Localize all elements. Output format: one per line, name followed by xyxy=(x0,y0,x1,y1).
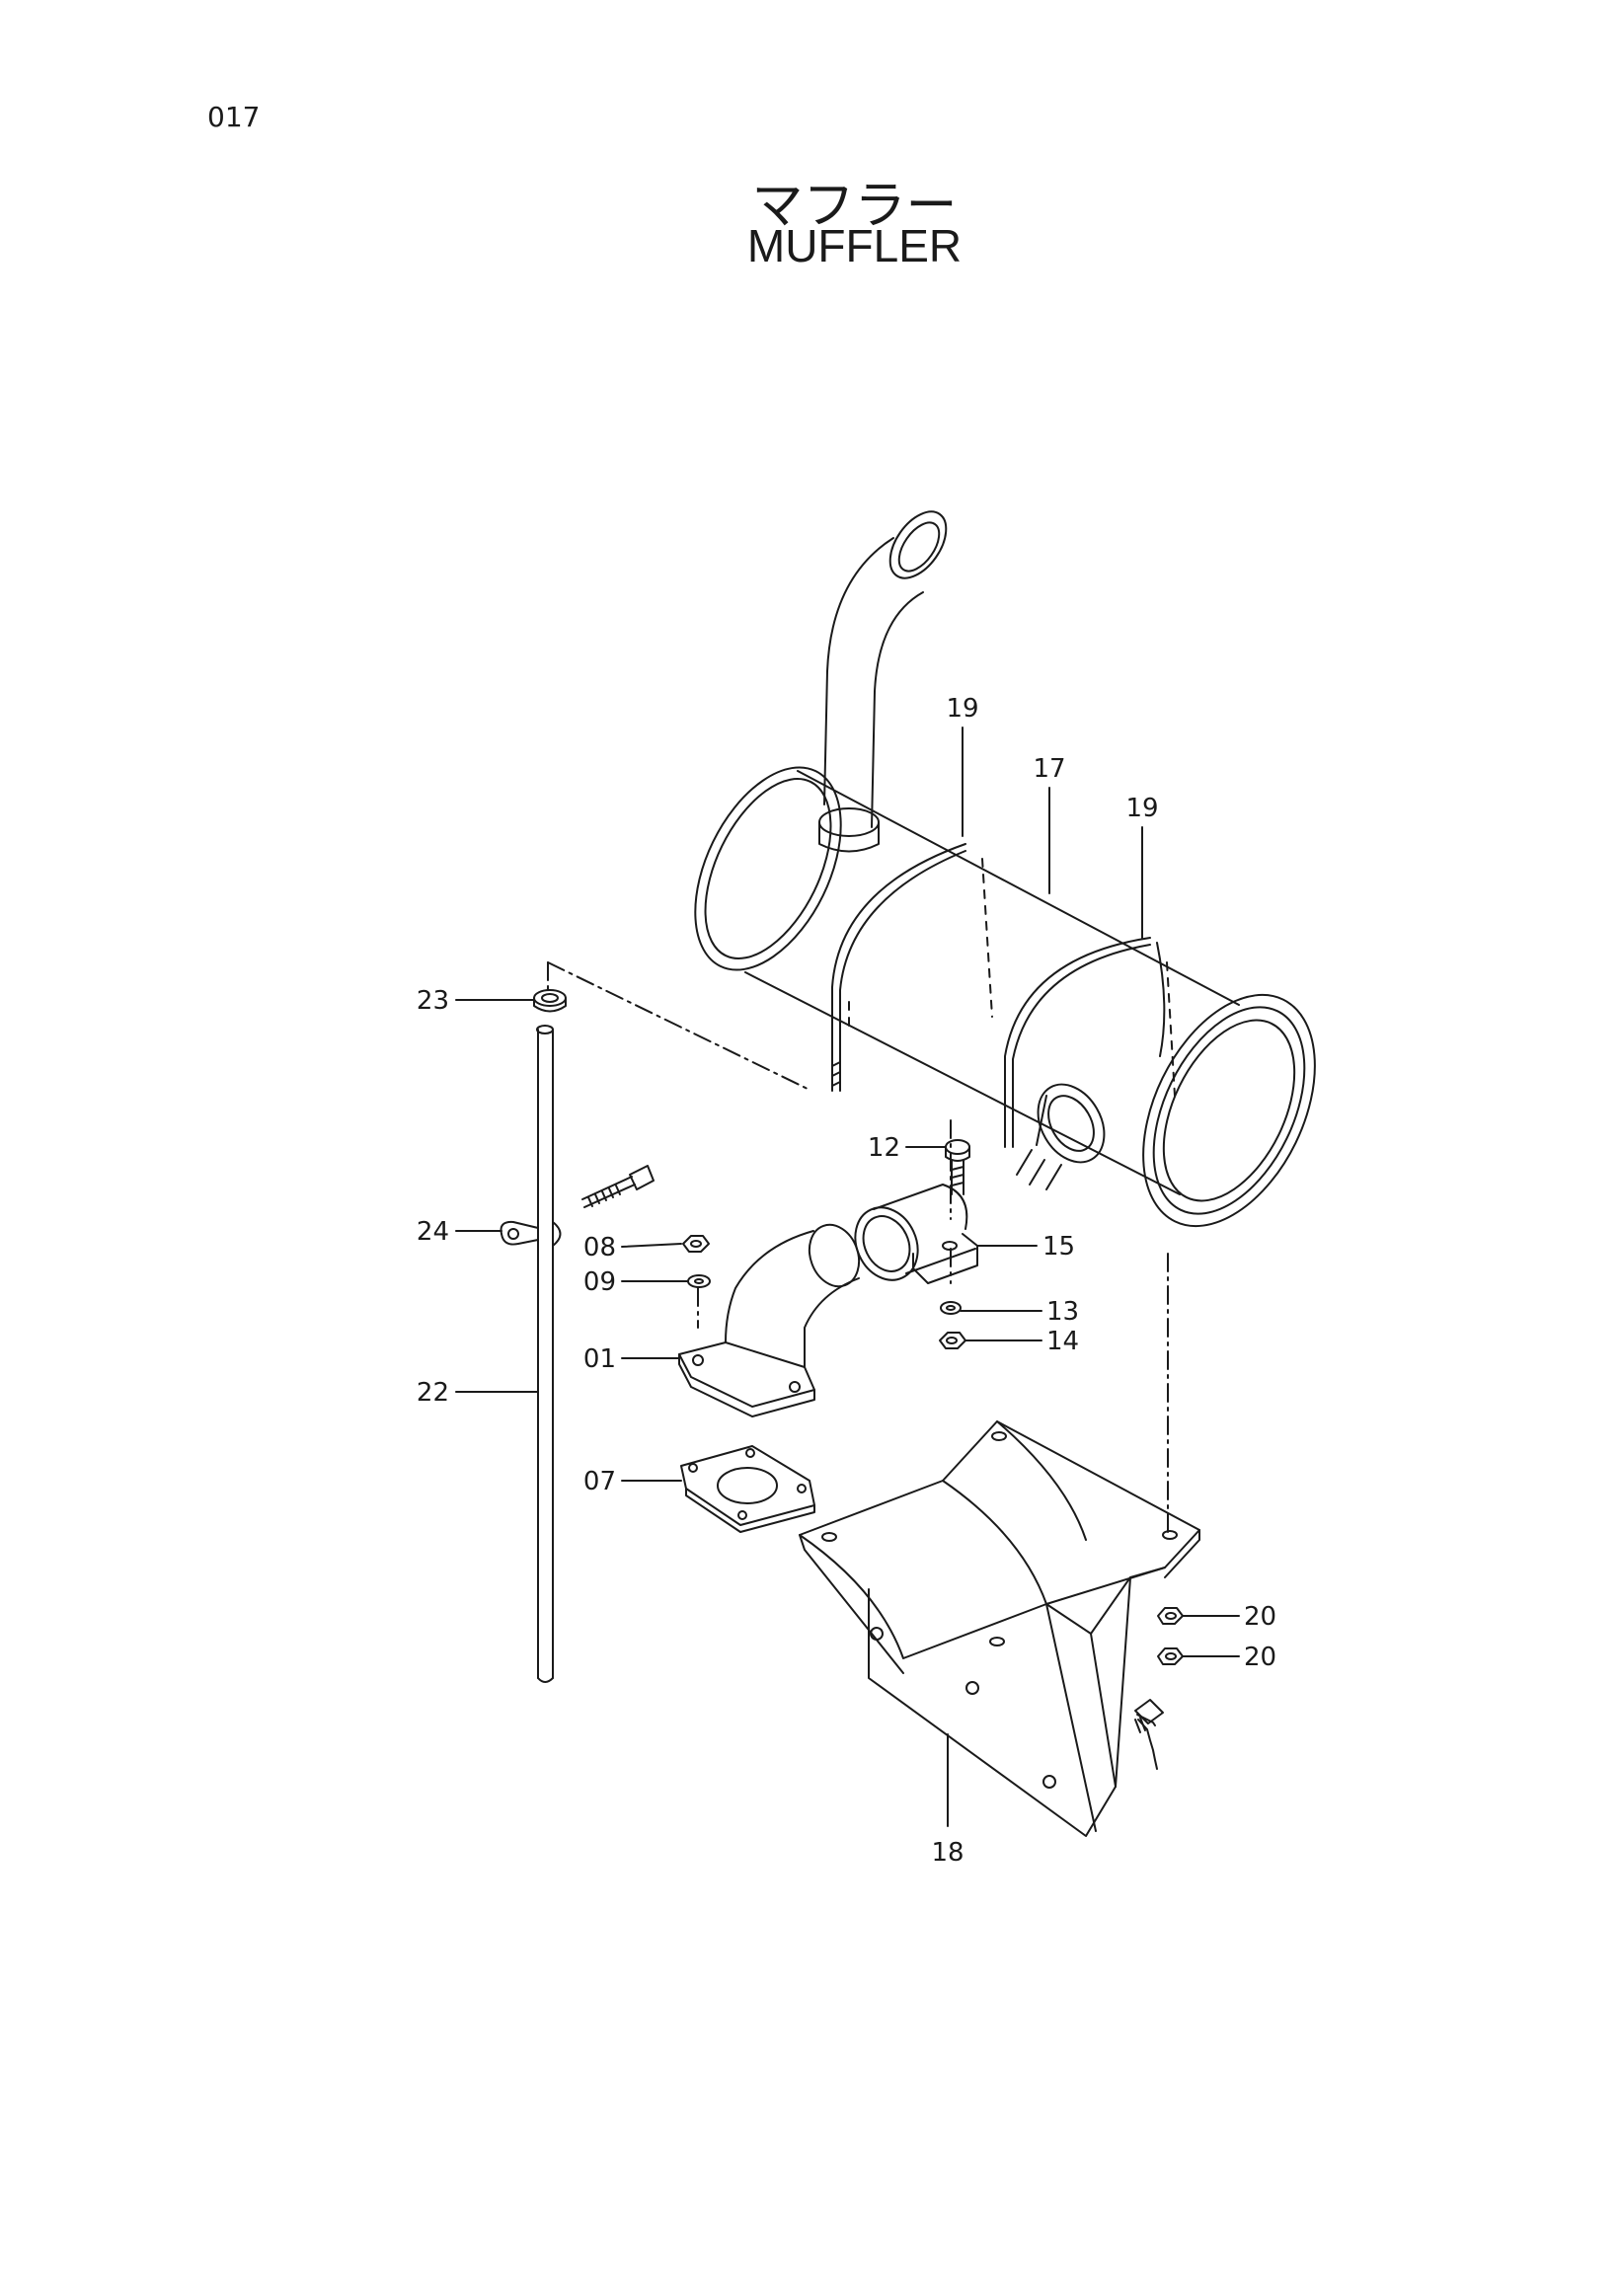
hardware-20 xyxy=(1134,1607,1184,1770)
tail-pipe xyxy=(818,510,948,853)
callout-label-15: 15 xyxy=(1042,1232,1075,1262)
bracket xyxy=(799,1420,1200,1837)
hardware-08-09 xyxy=(682,1235,711,1288)
gasket xyxy=(680,1445,815,1533)
callout-label-20: 20 xyxy=(1244,1602,1276,1632)
exhaust-elbow xyxy=(678,1223,861,1417)
callout-label-18: 18 xyxy=(931,1838,964,1868)
callout-label-20: 20 xyxy=(1244,1643,1276,1672)
muffler-body xyxy=(694,766,1316,1228)
callout-label-12: 12 xyxy=(868,1133,900,1163)
page-title: MUFFLER xyxy=(746,220,963,271)
clamp-15 xyxy=(854,1184,978,1284)
callout-label-23: 23 xyxy=(417,986,449,1016)
page-number: 017 xyxy=(207,101,261,133)
page-title-japanese: マフラー xyxy=(751,177,958,236)
callout-label-17: 17 xyxy=(1033,754,1065,784)
callout-label-14: 14 xyxy=(1046,1327,1079,1356)
callout-label-13: 13 xyxy=(1046,1297,1079,1327)
assembly-leaders xyxy=(547,961,1169,1536)
callout-label-07: 07 xyxy=(583,1467,616,1496)
muffler-inlet-pipe xyxy=(1016,1083,1106,1190)
pipe-assembly xyxy=(500,989,655,1683)
callout-label-24: 24 xyxy=(417,1217,449,1247)
hardware-13-14 xyxy=(939,1301,966,1349)
callout-label-22: 22 xyxy=(417,1378,449,1408)
callout-label-09: 09 xyxy=(583,1267,616,1297)
callout-leader-lines xyxy=(455,727,1240,1827)
callout-label-01: 01 xyxy=(583,1344,616,1374)
u-bands xyxy=(831,843,1176,1148)
callout-label-19: 19 xyxy=(946,694,978,724)
callout-label-19: 19 xyxy=(1125,794,1158,823)
callout-label-08: 08 xyxy=(583,1233,616,1263)
